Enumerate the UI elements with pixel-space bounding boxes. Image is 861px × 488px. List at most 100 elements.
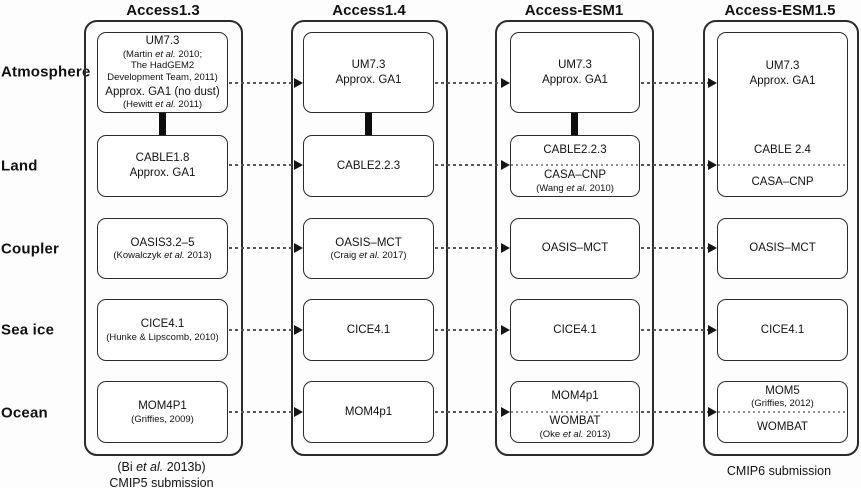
- arrowhead-icon: [708, 243, 717, 253]
- citation: (Griffies, 2009): [131, 413, 194, 425]
- access-esm15-coupler-box: OASIS–MCT: [717, 218, 848, 279]
- dashed-connector: [229, 247, 295, 249]
- access-esm1-atmosphere-box: UM7.3 Approx. GA1: [510, 32, 640, 113]
- component-version: WOMBAT: [549, 415, 601, 428]
- component-version: WOMBAT: [757, 420, 808, 433]
- access-esm1-land-box: CABLE2.2.3 CASA–CNP (Wang et al. 2010): [510, 135, 640, 197]
- dashed-connector: [229, 82, 295, 84]
- atmosphere-section: UM7.3 Approx. GA1: [718, 33, 847, 114]
- arrowhead-icon: [501, 325, 510, 335]
- access14-coupler-box: OASIS–MCT (Craig et al. 2017): [303, 218, 434, 279]
- component-version: OASIS–MCT: [335, 236, 402, 249]
- component-version: UM7.3: [765, 59, 800, 72]
- arrowhead-icon: [294, 243, 303, 253]
- land-section-bottom: CASA–CNP: [718, 166, 847, 198]
- dashed-connector: [435, 82, 502, 84]
- citation: (Craig et al. 2017): [330, 250, 407, 262]
- component-config: Approx. GA1: [542, 73, 608, 86]
- access13-sea-ice-box: CICE4.1 (Hunke & Lipscomb, 2010): [97, 299, 228, 361]
- row-label-sea-ice: Sea ice: [1, 321, 55, 339]
- land-section-bottom: CASA–CNP (Wang et al. 2010): [511, 166, 639, 196]
- arrowhead-icon: [501, 78, 510, 88]
- access13-footer: (Bi et al. 2013b) CMIP5 submission: [84, 459, 239, 488]
- component-version: MOM4p1: [344, 405, 393, 418]
- land-section-top: CABLE 2.4: [718, 136, 847, 165]
- component-version: CASA–CNP: [751, 175, 814, 188]
- citation: (Hunke & Lipscomb, 2010): [106, 331, 219, 343]
- column-header-access14: Access1.4: [332, 2, 406, 19]
- access13-ocean-box: MOM4P1 (Griffies, 2009): [97, 381, 228, 443]
- access-esm1-sea-ice-box: CICE4.1: [510, 299, 640, 361]
- access13-coupler-box: OASIS3.2–5 (Kowalczyk et al. 2013): [97, 218, 228, 279]
- component-version: MOM4p1: [551, 390, 599, 403]
- component-divider: [718, 411, 847, 413]
- column-header-access-esm1: Access-ESM1: [524, 2, 624, 19]
- access14-ocean-box: MOM4p1: [303, 381, 434, 443]
- citation: Development Team, 2011): [107, 71, 218, 83]
- dashed-connector: [641, 82, 709, 84]
- footer-submission: CMIP6 submission: [726, 464, 832, 478]
- access-esm1-coupler-box: OASIS–MCT: [510, 218, 640, 279]
- arrowhead-icon: [294, 78, 303, 88]
- citation: (Martin et al. 2010;: [122, 49, 203, 61]
- ocean-section-top: MOM5 (Griffies, 2012): [718, 382, 847, 411]
- access-esm1-frame: [495, 20, 654, 456]
- arrowhead-icon: [708, 325, 717, 335]
- component-divider: [511, 411, 639, 413]
- coupling-link: [365, 112, 372, 136]
- dashed-connector: [435, 329, 502, 331]
- access-esm15-frame: [703, 20, 859, 456]
- ocean-section-top: MOM4p1: [511, 382, 639, 411]
- ocean-section-bottom: WOMBAT (Oke et al. 2013): [511, 412, 639, 442]
- component-version: CABLE2.2.3: [336, 159, 401, 172]
- dashed-connector: [229, 164, 295, 166]
- row-label-atmosphere: Atmosphere: [1, 63, 91, 81]
- row-label-coupler: Coupler: [1, 240, 60, 258]
- column-header-access-esm15: Access-ESM1.5: [724, 2, 836, 19]
- dashed-connector: [435, 247, 502, 249]
- coupling-link: [159, 112, 166, 136]
- component-version: CABLE 2.4: [754, 144, 811, 157]
- dashed-connector: [229, 411, 295, 413]
- component-version: MOM5: [765, 384, 800, 397]
- arrowhead-icon: [294, 160, 303, 170]
- dashed-connector: [641, 411, 709, 413]
- component-config: Approx. GA1: [129, 167, 196, 179]
- access13-land-box: CABLE1.8 Approx. GA1: [97, 135, 228, 197]
- citation: (Hewitt et al. 2011): [122, 99, 203, 111]
- component-version: CASA–CNP: [544, 169, 606, 182]
- arrowhead-icon: [501, 160, 510, 170]
- arrowhead-icon: [708, 407, 717, 417]
- component-version: OASIS–MCT: [541, 242, 609, 255]
- dashed-connector: [641, 247, 709, 249]
- component-config: Approx. GA1: [749, 74, 816, 87]
- dashed-connector: [641, 164, 709, 166]
- citation: (Kowalczyk et al. 2013): [113, 250, 212, 262]
- component-divider: [511, 164, 639, 166]
- access14-land-box: CABLE2.2.3: [303, 135, 434, 197]
- access14-frame: [291, 20, 448, 456]
- footer-citation: (Bi et al. 2013b): [117, 460, 206, 474]
- component-config: Approx. GA1 (no dust): [105, 85, 220, 98]
- access-esm15-footer: CMIP6 submission: [703, 463, 855, 479]
- component-version: CICE4.1: [346, 323, 391, 336]
- component-config: Approx. GA1: [335, 73, 402, 86]
- ocean-section-bottom: WOMBAT: [718, 412, 847, 442]
- dashed-connector: [435, 411, 502, 413]
- component-version: UM7.3: [145, 35, 180, 48]
- row-label-ocean: Ocean: [1, 404, 48, 422]
- component-version: UM7.3: [351, 58, 386, 71]
- dashed-connector: [435, 164, 502, 166]
- component-version: CABLE1.8: [135, 152, 190, 165]
- component-version: MOM4P1: [138, 400, 187, 413]
- coupling-link: [571, 112, 578, 136]
- column-header-access13: Access1.3: [126, 2, 200, 19]
- land-section-top: CABLE2.2.3: [511, 136, 639, 165]
- component-divider: [718, 164, 847, 166]
- component-version: OASIS–MCT: [749, 242, 816, 255]
- access-esm15-sea-ice-box: CICE4.1: [717, 299, 848, 361]
- arrowhead-icon: [501, 407, 510, 417]
- access14-sea-ice-box: CICE4.1: [303, 299, 434, 361]
- component-version: UM7.3: [558, 58, 592, 71]
- access14-atmosphere-box: UM7.3 Approx. GA1: [303, 32, 434, 113]
